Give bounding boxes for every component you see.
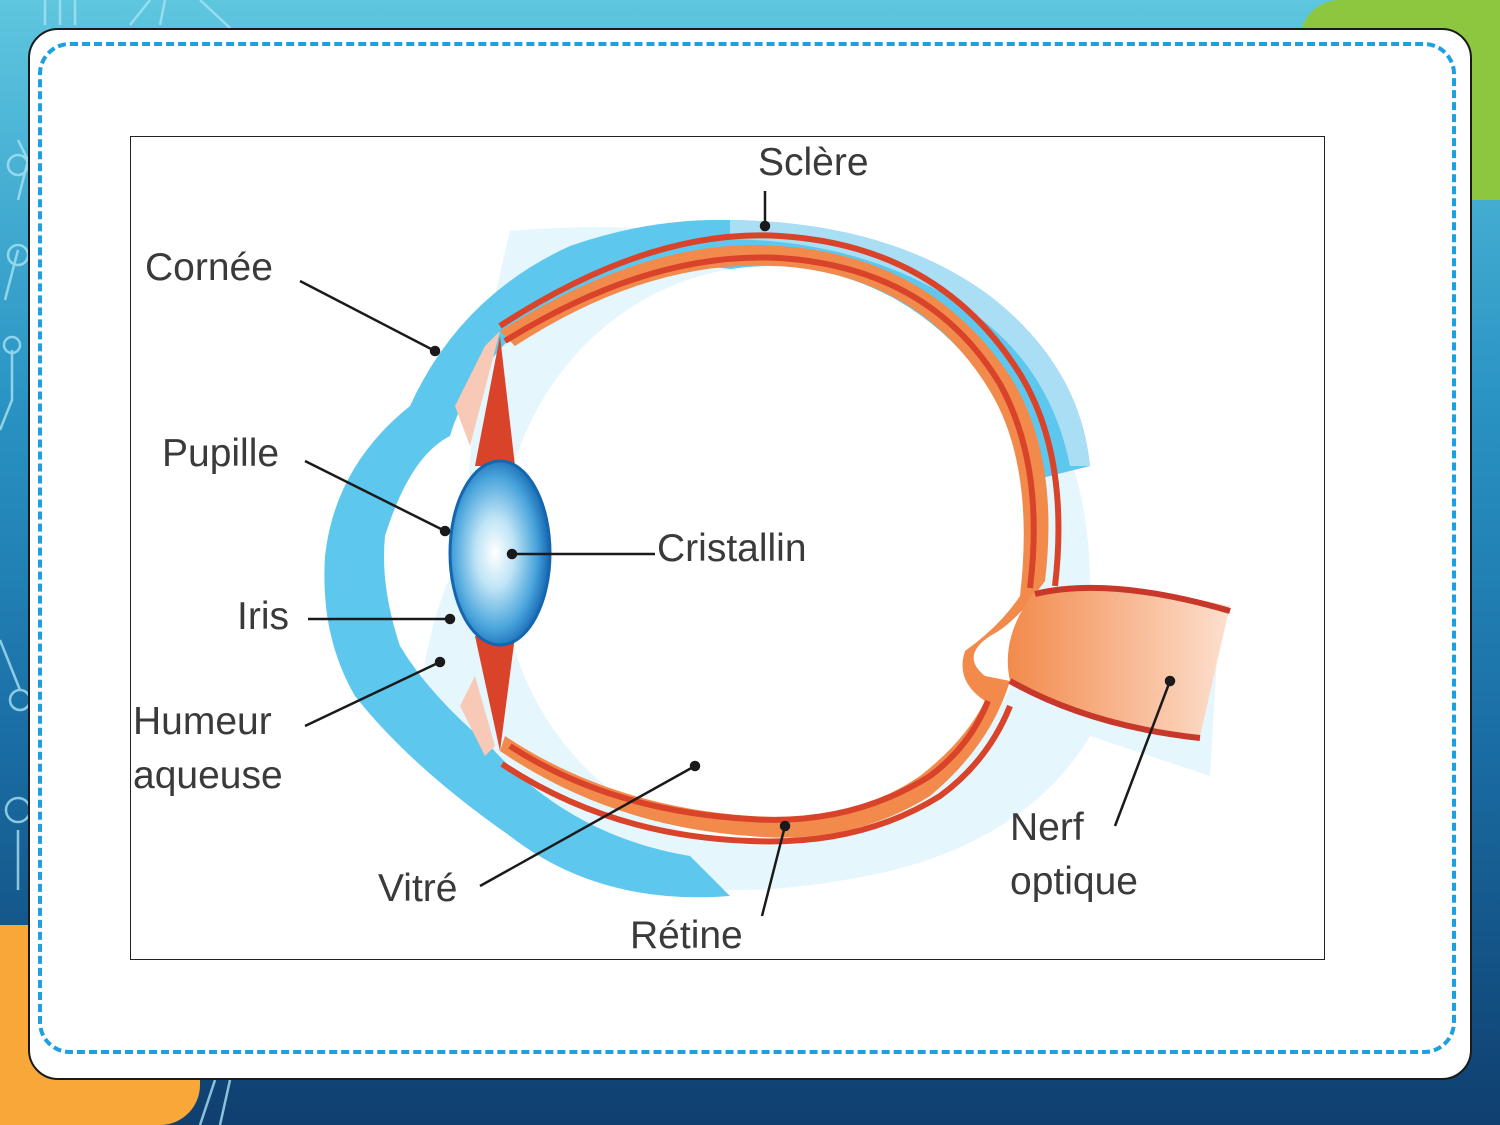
retina-bottom-outer (500, 704, 1013, 845)
dashed-border (38, 42, 1456, 1054)
label-retine: Rétine (630, 914, 743, 957)
label-cristallin: Cristallin (657, 527, 807, 570)
label-nerf-line2: optique (1010, 860, 1138, 903)
pointer-vitre (479, 764, 696, 888)
label-nerf-line1: Nerf (1010, 806, 1084, 849)
label-vitre: Vitré (378, 867, 458, 910)
choroid-ring (500, 245, 1049, 838)
pointer-nerf (1113, 680, 1172, 827)
label-pupille: Pupille (162, 432, 280, 475)
pointer-humeur (304, 660, 441, 728)
pointer-retine (760, 825, 787, 917)
pointer-cornee (299, 279, 436, 353)
label-iris: Iris (237, 595, 289, 638)
retina-inner-line (503, 254, 1037, 589)
optic-nerve-bottom-line (1008, 678, 1201, 741)
optic-nerve (1007, 586, 1230, 736)
iris-lower (460, 676, 495, 756)
eye-diagram (299, 191, 1231, 917)
retina-bottom-inner (508, 699, 991, 823)
label-sclere: Sclère (758, 141, 869, 184)
vitreous-body (500, 266, 1040, 846)
optic-nerve-top-line (1034, 584, 1231, 614)
retina-outer-line (498, 232, 1062, 587)
label-humeur-line2: aqueuse (133, 754, 283, 797)
iris-upper (455, 331, 500, 446)
ciliary-upper (475, 336, 515, 466)
ciliary-lower (475, 636, 515, 751)
label-humeur-line1: Humeur (133, 700, 272, 743)
pointer-pupille (304, 459, 446, 533)
label-cornee: Cornée (145, 246, 273, 289)
